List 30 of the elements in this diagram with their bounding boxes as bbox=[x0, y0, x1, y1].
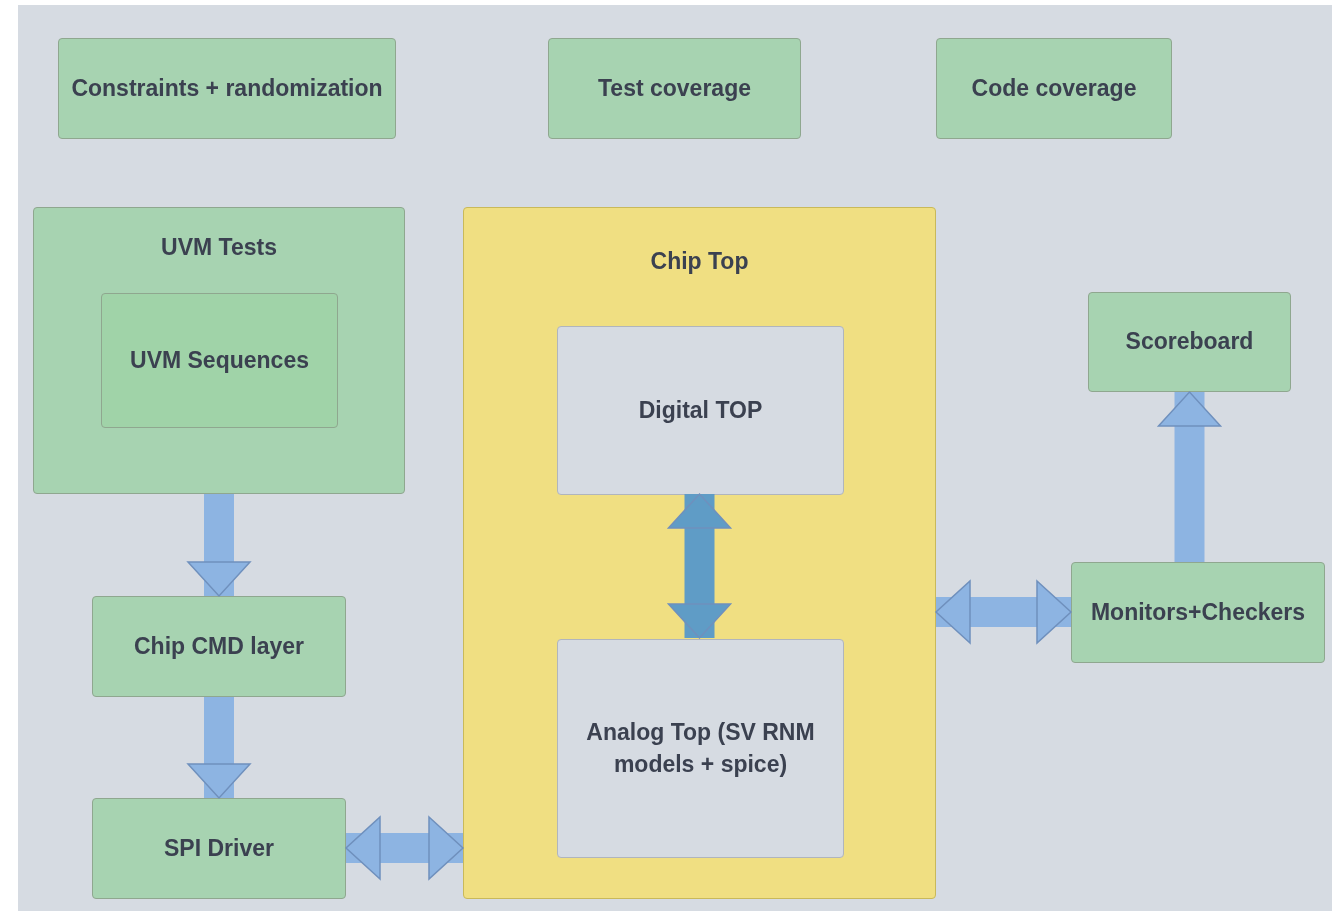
process-box bbox=[1088, 292, 1291, 392]
group-title: UVM Tests bbox=[160, 233, 278, 262]
process-box bbox=[557, 639, 844, 858]
group-box bbox=[463, 207, 936, 899]
group-title: Chip Top bbox=[649, 247, 750, 276]
process-box bbox=[936, 38, 1172, 139]
box-label: SPI Driver bbox=[163, 833, 275, 863]
box-label: UVM Sequences bbox=[129, 345, 310, 375]
process-box bbox=[1071, 562, 1325, 663]
process-box bbox=[101, 293, 338, 428]
process-box bbox=[92, 798, 346, 899]
block-arrow bbox=[345, 816, 464, 880]
box-label: Chip CMD layer bbox=[133, 631, 305, 661]
process-box bbox=[58, 38, 396, 139]
process-box bbox=[92, 596, 346, 697]
block-arrow bbox=[667, 493, 732, 639]
box-label: Test coverage bbox=[597, 73, 752, 103]
group-box bbox=[33, 207, 405, 494]
block-arrow bbox=[187, 697, 251, 799]
block-arrow bbox=[1157, 391, 1222, 562]
box-label: Digital TOP bbox=[637, 395, 764, 425]
process-box bbox=[548, 38, 801, 139]
process-box bbox=[557, 326, 844, 495]
box-label: Constraints + randomization bbox=[70, 73, 384, 103]
box-label: Monitors+Checkers bbox=[1089, 597, 1307, 627]
block-arrow bbox=[935, 580, 1072, 644]
box-label: Code coverage bbox=[970, 73, 1138, 103]
box-label: Scoreboard bbox=[1124, 327, 1255, 357]
block-arrow bbox=[187, 494, 251, 597]
box-label: Analog Top (SV RNM models + spice) bbox=[585, 718, 816, 779]
